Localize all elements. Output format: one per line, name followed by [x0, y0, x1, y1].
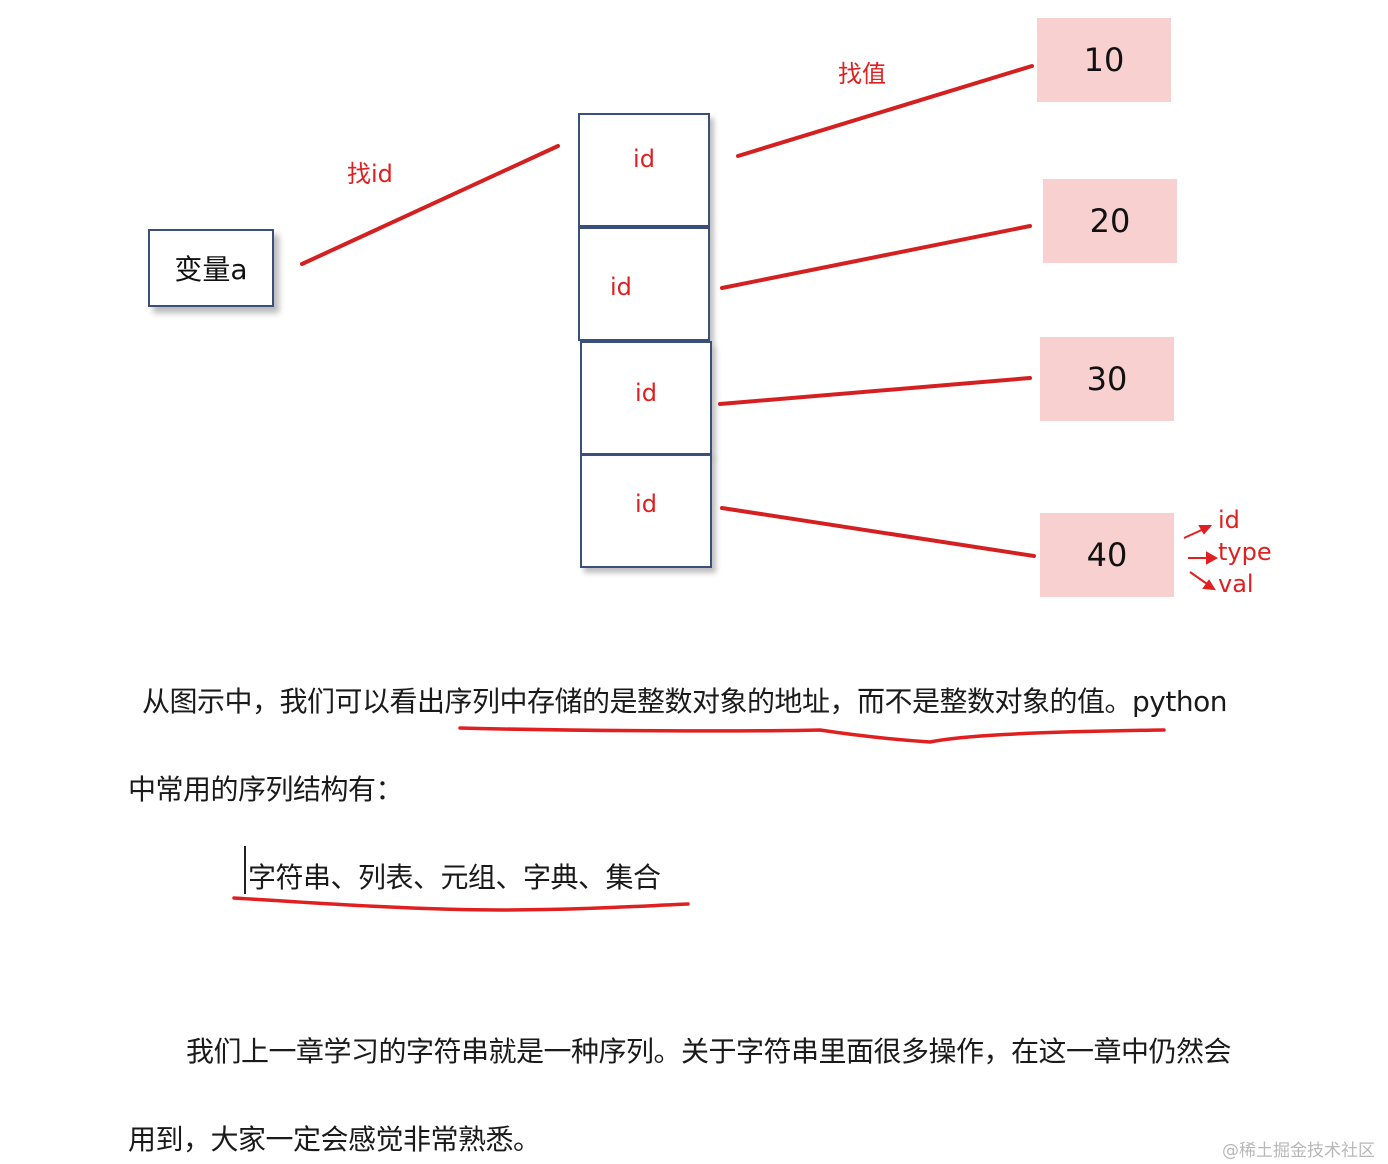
cell-4-id: id [635, 490, 657, 518]
cell-1-id: id [633, 145, 655, 173]
paragraph-line-5: 用到，大家一定会感觉非常熟悉。 [128, 1123, 541, 1156]
arrow-type-head [1206, 551, 1219, 565]
value-30: 30 [1086, 360, 1128, 398]
sequence-types-line: 字符串、列表、元组、字典、集合 [248, 861, 661, 894]
value-box-30: 30 [1040, 337, 1174, 421]
value-box-40: 40 [1040, 513, 1174, 597]
cell-3-id: id [635, 379, 657, 407]
sequence-cell-2: id [578, 227, 710, 341]
underline-2 [232, 896, 690, 912]
value-box-10: 10 [1037, 18, 1171, 102]
arrow-id-head [1198, 525, 1213, 535]
paragraph-line-1: 从图示中，我们可以看出序列中存储的是整数对象的地址，而不是整数对象的值。pyth… [142, 685, 1227, 718]
value-40: 40 [1086, 536, 1128, 574]
underline-1 [458, 726, 1166, 744]
value-box-20: 20 [1043, 179, 1177, 263]
value-20: 20 [1089, 202, 1131, 240]
sequence-cell-1: id [578, 113, 710, 227]
edge-cell-1-to-10 [736, 64, 1034, 158]
edge-var-to-list [300, 144, 560, 266]
variable-a-label: 变量a [174, 253, 248, 286]
variable-a-box: 变量a [148, 229, 274, 307]
object-field-type: type [1218, 538, 1272, 566]
object-field-id: id [1218, 506, 1240, 534]
sequence-cell-3: id [580, 341, 712, 455]
value-10: 10 [1083, 41, 1125, 79]
paragraph-line-4: 我们上一章学习的字符串就是一种序列。关于字符串里面很多操作，在这一章中仍然会 [186, 1035, 1232, 1068]
cell-2-id: id [610, 273, 632, 301]
sequence-cell-4: id [580, 454, 712, 568]
object-field-val: val [1218, 570, 1254, 598]
edge-label-find-id: 找id [347, 160, 393, 188]
arrow-val-head [1202, 579, 1216, 591]
text-cursor [244, 846, 246, 894]
paragraph-line-2: 中常用的序列结构有： [128, 773, 404, 806]
edge-label-find-value: 找值 [838, 60, 886, 88]
edge-cell-3-to-30 [718, 376, 1032, 406]
watermark: @稀土掘金技术社区 [1222, 1141, 1375, 1161]
edge-cell-2-to-20 [720, 224, 1032, 290]
edge-cell-4-to-40 [720, 506, 1036, 558]
